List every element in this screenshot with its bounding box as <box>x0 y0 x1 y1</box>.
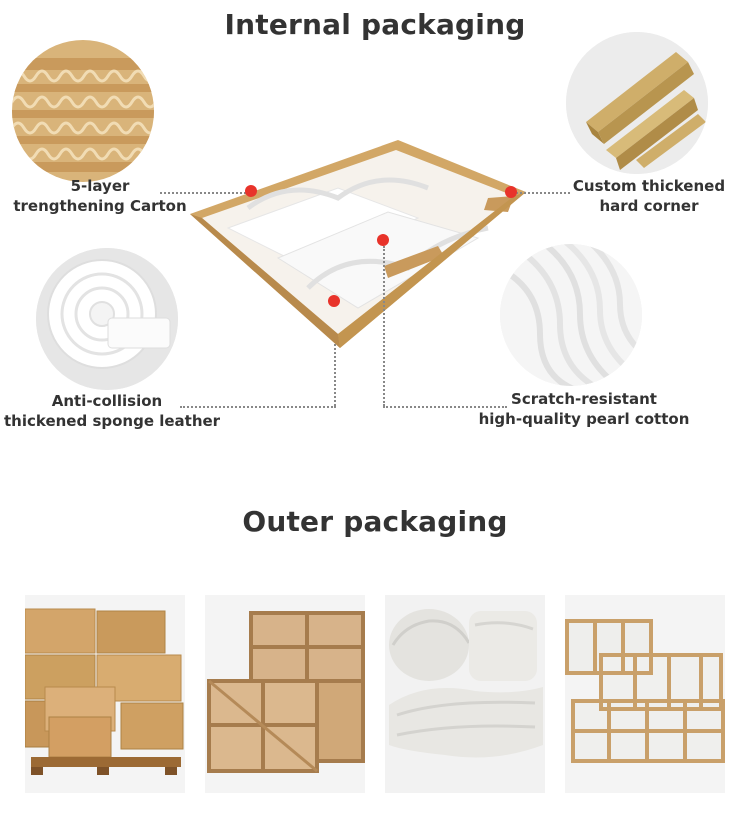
label-sponge-line2: thickened sponge leather <box>4 412 221 430</box>
outer-packaging-title: Outer packaging <box>242 505 508 538</box>
wooden-crate-photo <box>205 595 365 793</box>
packed-furniture-box-image <box>188 138 528 350</box>
marker-dot-carton <box>245 185 257 197</box>
label-sponge: Anti-collision thickened sponge leather <box>4 391 221 431</box>
label-corner: Custom thickened hard corner <box>566 176 732 216</box>
connector-line-sponge-v <box>334 344 336 406</box>
connector-line-sponge-h <box>180 406 336 408</box>
pearl-cotton-image <box>500 244 642 386</box>
label-corner-line1: Custom thickened <box>572 177 726 195</box>
stacked-cartons-photo <box>25 595 185 793</box>
corrugated-carton-image <box>12 40 154 182</box>
label-pearl: Scratch-resistant high-quality pearl cot… <box>478 389 690 429</box>
label-carton-line2: trengthening Carton <box>13 197 187 215</box>
wrapped-bundles-photo <box>385 595 545 793</box>
connector-line-corner <box>512 192 570 194</box>
marker-dot-sponge <box>328 295 340 307</box>
label-pearl-line1: Scratch-resistant <box>511 390 657 408</box>
label-sponge-line1: Anti-collision <box>51 392 163 410</box>
connector-line-carton <box>160 192 250 194</box>
marker-dot-pearl <box>377 234 389 246</box>
corner-guard-image <box>566 32 708 174</box>
connector-line-pearl-v <box>383 246 385 406</box>
wood-frame-crating-photo <box>565 595 725 793</box>
marker-dot-corner <box>505 186 517 198</box>
connector-line-pearl-h <box>383 406 507 408</box>
label-pearl-line2: high-quality pearl cotton <box>478 410 690 428</box>
label-corner-line2: hard corner <box>599 197 699 215</box>
label-carton: 5-layer trengthening Carton <box>10 176 190 216</box>
label-carton-line1: 5-layer <box>70 177 130 195</box>
internal-packaging-title: Internal packaging <box>224 8 526 41</box>
sponge-roll-image <box>36 248 178 390</box>
